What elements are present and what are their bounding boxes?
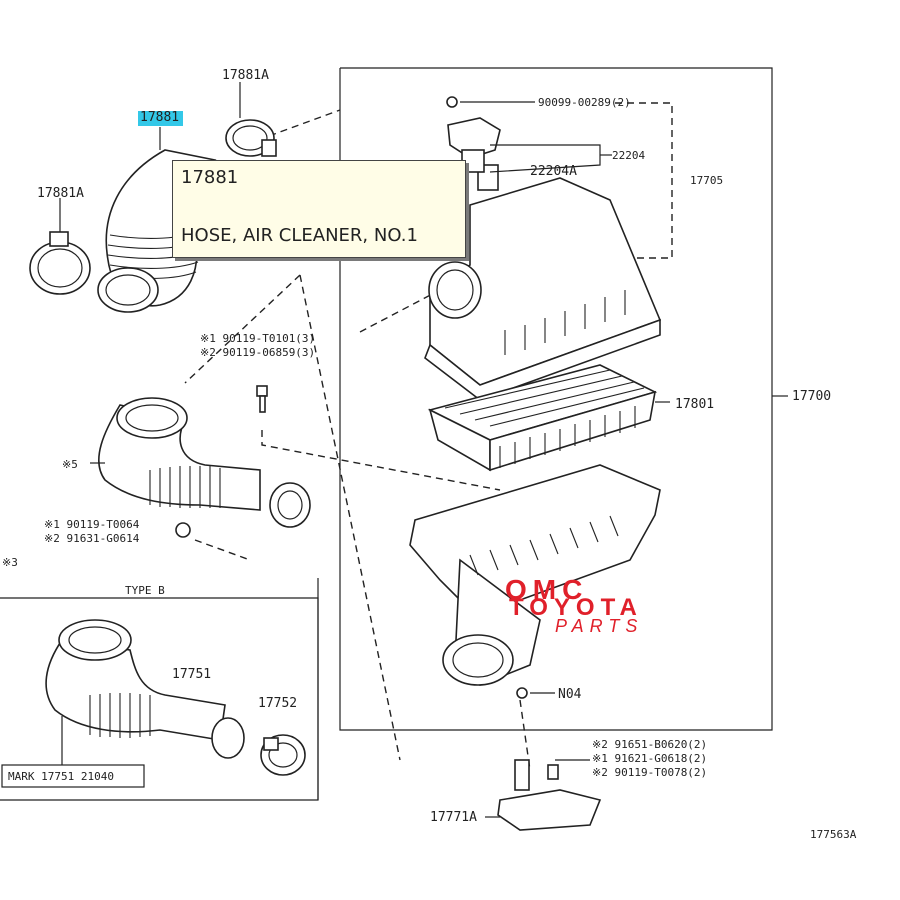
omc-toyota-parts-watermark: OMC TOYOTA PARTS <box>505 574 733 640</box>
label-90099[interactable]: 90099-00289(2) <box>538 96 631 109</box>
watermark-line2: TOYOTA <box>509 594 643 621</box>
label-17771A[interactable]: 17771A <box>430 810 477 825</box>
label-type-b: TYPE B <box>125 584 165 597</box>
label-left-marker: ※3 <box>2 556 18 569</box>
label-screw-b[interactable]: ※1 91621-G0618(2) <box>592 752 707 765</box>
part-tooltip: 17881 HOSE, AIR CLEANER, NO.1 <box>172 160 466 258</box>
assembly-17705-bracket <box>615 102 673 259</box>
label-17881A-left[interactable]: 17881A <box>37 186 84 201</box>
label-clip-a[interactable]: ※1 90119-T0064 <box>44 518 140 531</box>
hose-17751[interactable] <box>45 619 245 759</box>
air-cleaner-case[interactable] <box>409 464 661 686</box>
label-17881A-top[interactable]: 17881A <box>222 68 269 83</box>
label-bolt-a[interactable]: ※1 90119-T0101(3) <box>200 332 315 345</box>
label-mark: MARK 17751 21040 <box>8 770 114 783</box>
label-17751[interactable]: 17751 <box>172 667 211 682</box>
hose-assembly-middle[interactable] <box>97 397 311 528</box>
clamp-17881A-top[interactable] <box>225 119 277 157</box>
clamp-17881A-left[interactable] <box>29 231 91 295</box>
mark-box <box>1 764 145 788</box>
label-17705[interactable]: 17705 <box>690 174 723 187</box>
filter-element-17801[interactable] <box>427 364 658 472</box>
label-17752[interactable]: 17752 <box>258 696 297 711</box>
label-17700[interactable]: 17700 <box>792 389 831 404</box>
bracket-17771A[interactable] <box>497 687 602 831</box>
label-figure-code: 177563A <box>810 828 857 841</box>
highlighted-part-label[interactable]: 17881 <box>138 110 183 126</box>
watermark-line3: PARTS <box>555 616 644 636</box>
sensor-22204[interactable] <box>446 96 501 173</box>
bolt-90119[interactable] <box>256 385 268 413</box>
air-cleaner-cap[interactable] <box>424 164 662 401</box>
clamp-17752[interactable] <box>260 734 306 776</box>
tooltip-part-description: HOSE, AIR CLEANER, NO.1 <box>181 225 418 246</box>
watermark-line1: OMC <box>505 574 589 605</box>
label-ref-a: ※5 <box>62 458 78 471</box>
label-22204A[interactable]: 22204A <box>530 164 577 179</box>
assembly-17700-bracket <box>339 67 773 731</box>
label-17801[interactable]: 17801 <box>675 397 714 412</box>
label-22204[interactable]: 22204 <box>612 149 645 162</box>
label-screw-c[interactable]: ※2 90119-T0078(2) <box>592 766 707 779</box>
label-screw-a[interactable]: ※2 91651-B0620(2) <box>592 738 707 751</box>
highlighted-part-number: 17881 <box>140 110 180 125</box>
label-bolt-b[interactable]: ※2 90119-06859(3) <box>200 346 315 359</box>
tooltip-part-number: 17881 <box>181 167 239 188</box>
label-clip-b[interactable]: ※2 91631-G0614 <box>44 532 140 545</box>
label-n04[interactable]: N04 <box>558 687 582 702</box>
clip-90119[interactable] <box>175 522 191 538</box>
